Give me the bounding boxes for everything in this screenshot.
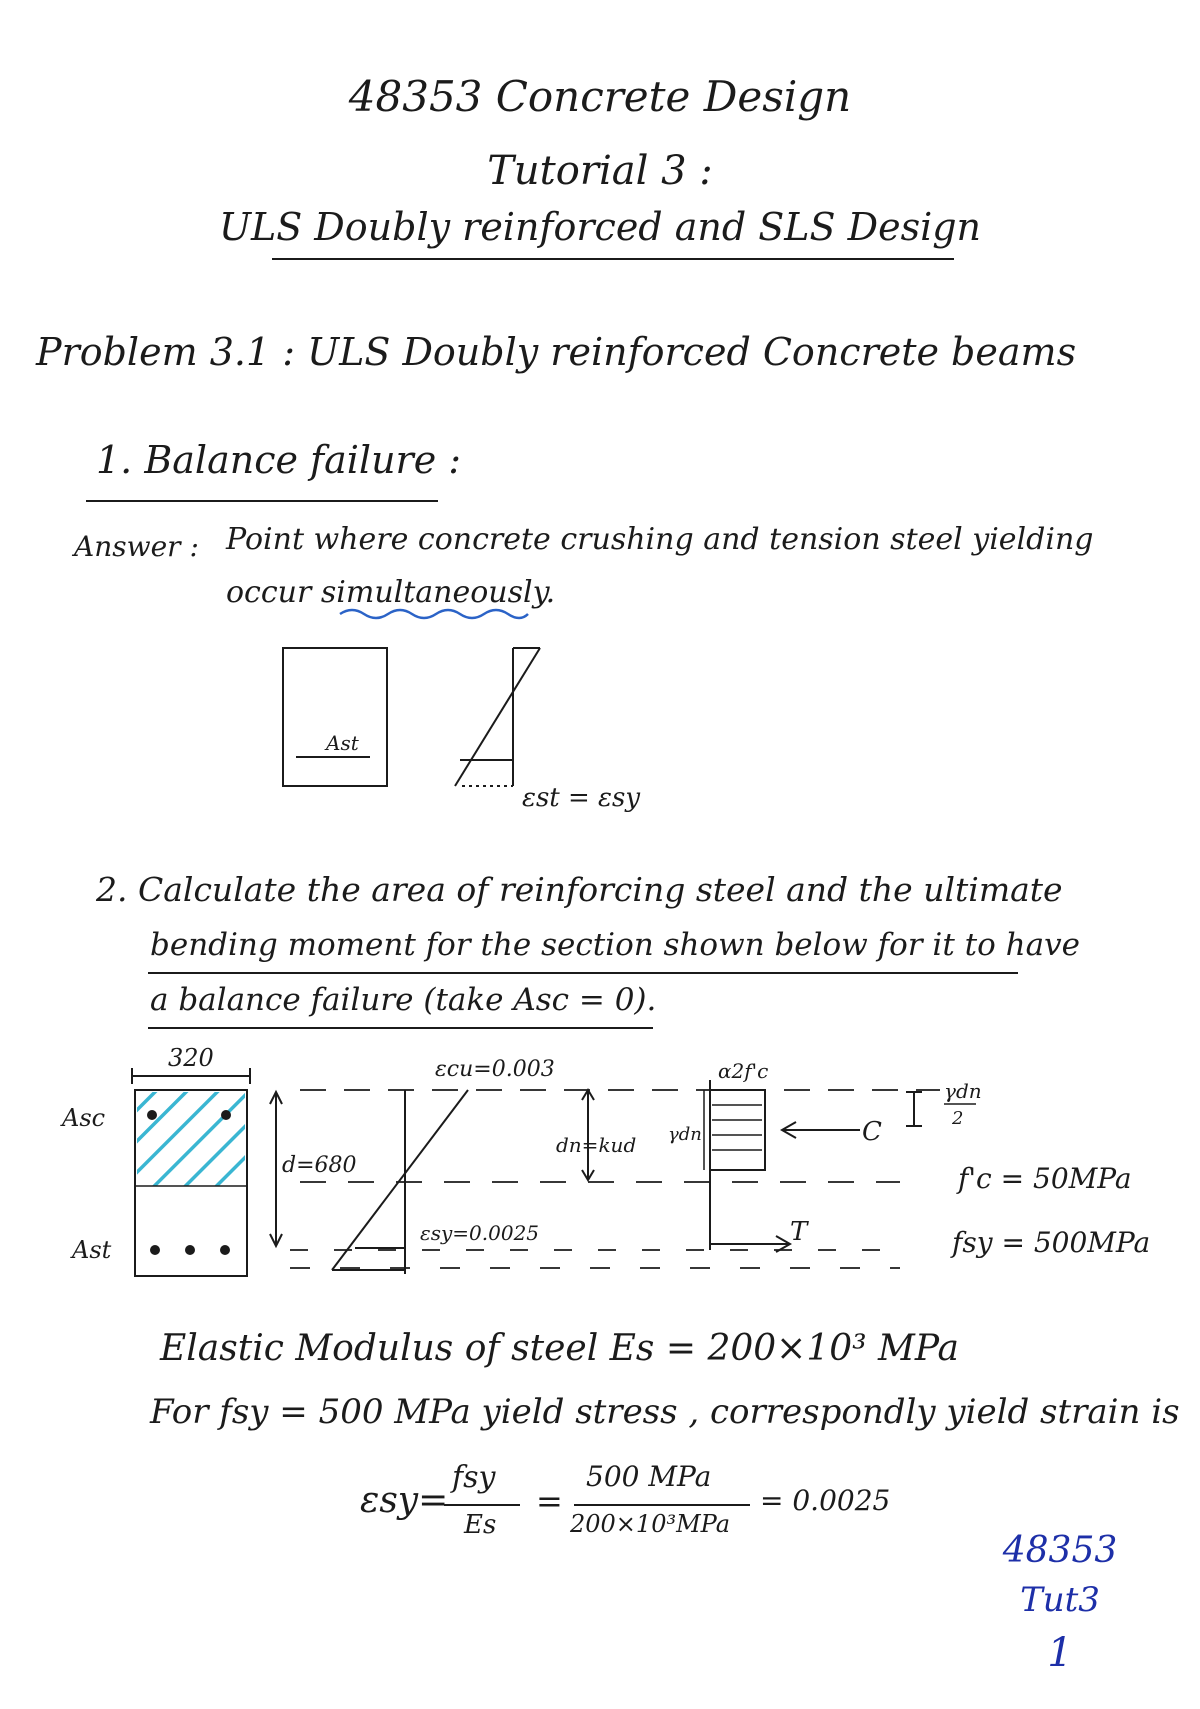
frac2-den: 200×10³MPa <box>570 1510 731 1538</box>
section1-heading: 1. Balance failure : <box>96 438 462 482</box>
tutorial-title: Tutorial 3 : <box>487 148 713 194</box>
question-line2-underline <box>148 972 1018 974</box>
strain-label: εst = εsy <box>522 783 640 813</box>
width-label: 320 <box>168 1044 214 1072</box>
asc-label: Asc <box>60 1104 105 1132</box>
ast-bar-2 <box>185 1245 195 1255</box>
question-line1: 2. Calculate the area of reinforcing ste… <box>96 870 1063 909</box>
cross-section-rect <box>282 647 388 787</box>
squiggle-underline <box>339 608 529 620</box>
frac2-bar <box>574 1504 750 1506</box>
question-line3: a balance failure (take Asc = 0). <box>150 982 657 1018</box>
beam-section-rect <box>134 1089 248 1277</box>
gdn2-num: γdn <box>944 1079 982 1103</box>
topic-underline <box>272 258 954 260</box>
t-label: T <box>790 1217 809 1247</box>
fc-label: f'c = 50MPa <box>956 1162 1132 1195</box>
problem-heading: Problem 3.1 : ULS Doubly reinforced Conc… <box>36 330 1077 374</box>
question-line3-underline <box>148 1027 653 1029</box>
frac1-den: Es <box>464 1510 497 1540</box>
stress-block <box>709 1089 766 1171</box>
modulus-line: Elastic Modulus of steel Es = 200×10³ MP… <box>160 1328 959 1369</box>
stamp-code: 48353 <box>1002 1530 1118 1571</box>
stamp-tut: Tut3 <box>1020 1580 1100 1620</box>
asc-bar-1 <box>147 1110 157 1120</box>
beam-section-diagram: 320 Asc Ast d=680 εcu=0.003 εsy=0.0025 <box>60 1044 1150 1277</box>
frac2-num: 500 MPa <box>586 1460 712 1493</box>
balance-failure-diagram: Ast εst = εsy <box>282 608 640 813</box>
ast-bar-3 <box>220 1245 230 1255</box>
asc-bar-2 <box>221 1110 231 1120</box>
ecu-label: εcu=0.003 <box>435 1057 555 1082</box>
strain-diagonal <box>454 647 541 787</box>
frac1-num: fsy <box>452 1460 496 1495</box>
answer-line2-pre: occur <box>226 575 321 610</box>
d-label: d=680 <box>282 1153 357 1178</box>
answer-line2: occur simultaneously. <box>226 575 555 610</box>
eq-sign: = <box>536 1482 563 1520</box>
stamp-page: 1 <box>1047 1630 1073 1676</box>
gdn2-den: 2 <box>951 1108 963 1129</box>
gdn-label: γdn <box>668 1124 702 1145</box>
fsy-label: fsy = 500MPa <box>950 1226 1150 1259</box>
section1-underline <box>86 500 438 502</box>
course-title: 48353 Concrete Design <box>348 72 852 121</box>
answer-line1: Point where concrete crushing and tensio… <box>226 522 1094 557</box>
strain-equation: εsy= fsy Es = 500 MPa 200×10³MPa = 0.002… <box>360 1460 920 1550</box>
question-line2: bending moment for the section shown bel… <box>150 927 1080 963</box>
compression-zone-hatch <box>137 1092 245 1186</box>
answer-highlight-word: simultaneously <box>320 575 546 610</box>
answer-line2-post: . <box>545 575 556 610</box>
esy-label: εsy=0.0025 <box>420 1221 539 1245</box>
topic-title: ULS Doubly reinforced and SLS Design <box>218 205 982 249</box>
dn-label: dn=kud <box>556 1133 636 1157</box>
frac1-bar <box>444 1504 520 1506</box>
a2fc-label: α2f'c <box>718 1059 768 1083</box>
eq-lhs: εsy= <box>360 1480 449 1521</box>
strain-profile-diagonal <box>331 1089 469 1271</box>
ast-bar-1 <box>150 1245 160 1255</box>
yield-strain-line: For fsy = 500 MPa yield stress , corresp… <box>150 1392 1180 1432</box>
ast-label: Ast <box>324 731 360 755</box>
c-label: C <box>862 1117 882 1147</box>
eq-result: = 0.0025 <box>760 1484 891 1517</box>
answer-label: Answer : <box>74 530 199 563</box>
ast-label: Ast <box>70 1236 112 1264</box>
